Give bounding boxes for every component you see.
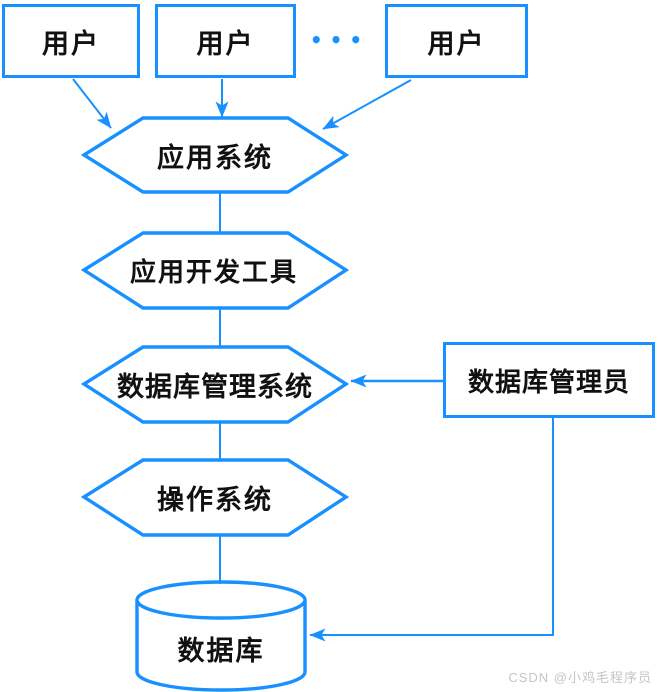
database-text: 数据库: [177, 635, 265, 666]
node-user-3: 用户: [385, 4, 528, 78]
node-dba-label: 数据库管理员: [467, 367, 630, 397]
os-text: 操作系统: [157, 485, 273, 515]
cylinder-database-icon: [135, 580, 307, 692]
node-user-2: 用户: [155, 4, 296, 78]
arrow-user1-to-app-system: [72, 78, 112, 129]
ellipsis-label: •••: [309, 28, 370, 52]
node-user-1: 用户: [2, 4, 140, 78]
arrow-user3-to-app-system: [322, 79, 412, 130]
arrow-dba-to-database: [309, 418, 554, 642]
dbms-text: 数据库管理系统: [117, 372, 313, 402]
node-user-2-label: 用户: [196, 28, 255, 59]
ellipsis-dots-icon: •••: [310, 26, 362, 54]
node-dev-tools-label: 应用开发工具: [83, 233, 345, 308]
cylinder-top: [135, 580, 307, 620]
cylinder-body: [135, 600, 307, 692]
node-dba: 数据库管理员: [443, 342, 655, 418]
node-user-3-label: 用户: [427, 28, 486, 59]
node-user-1-label: 用户: [42, 28, 100, 59]
csdn-watermark: CSDN @小鸡毛程序员: [508, 670, 652, 685]
hexagon-os: [80, 458, 350, 537]
node-database-label: 数据库: [137, 618, 305, 678]
node-dbms-label: 数据库管理系统: [83, 347, 347, 422]
hexagon-dbms: [80, 345, 350, 424]
node-app-system-label: 应用系统: [83, 118, 347, 192]
hexagon-app-system: [80, 116, 350, 194]
hexagon-dev-tools: [80, 231, 350, 310]
node-os-label: 操作系统: [83, 460, 347, 535]
app-system-text: 应用系统: [157, 142, 273, 173]
dev-tools-text: 应用开发工具: [129, 258, 298, 287]
